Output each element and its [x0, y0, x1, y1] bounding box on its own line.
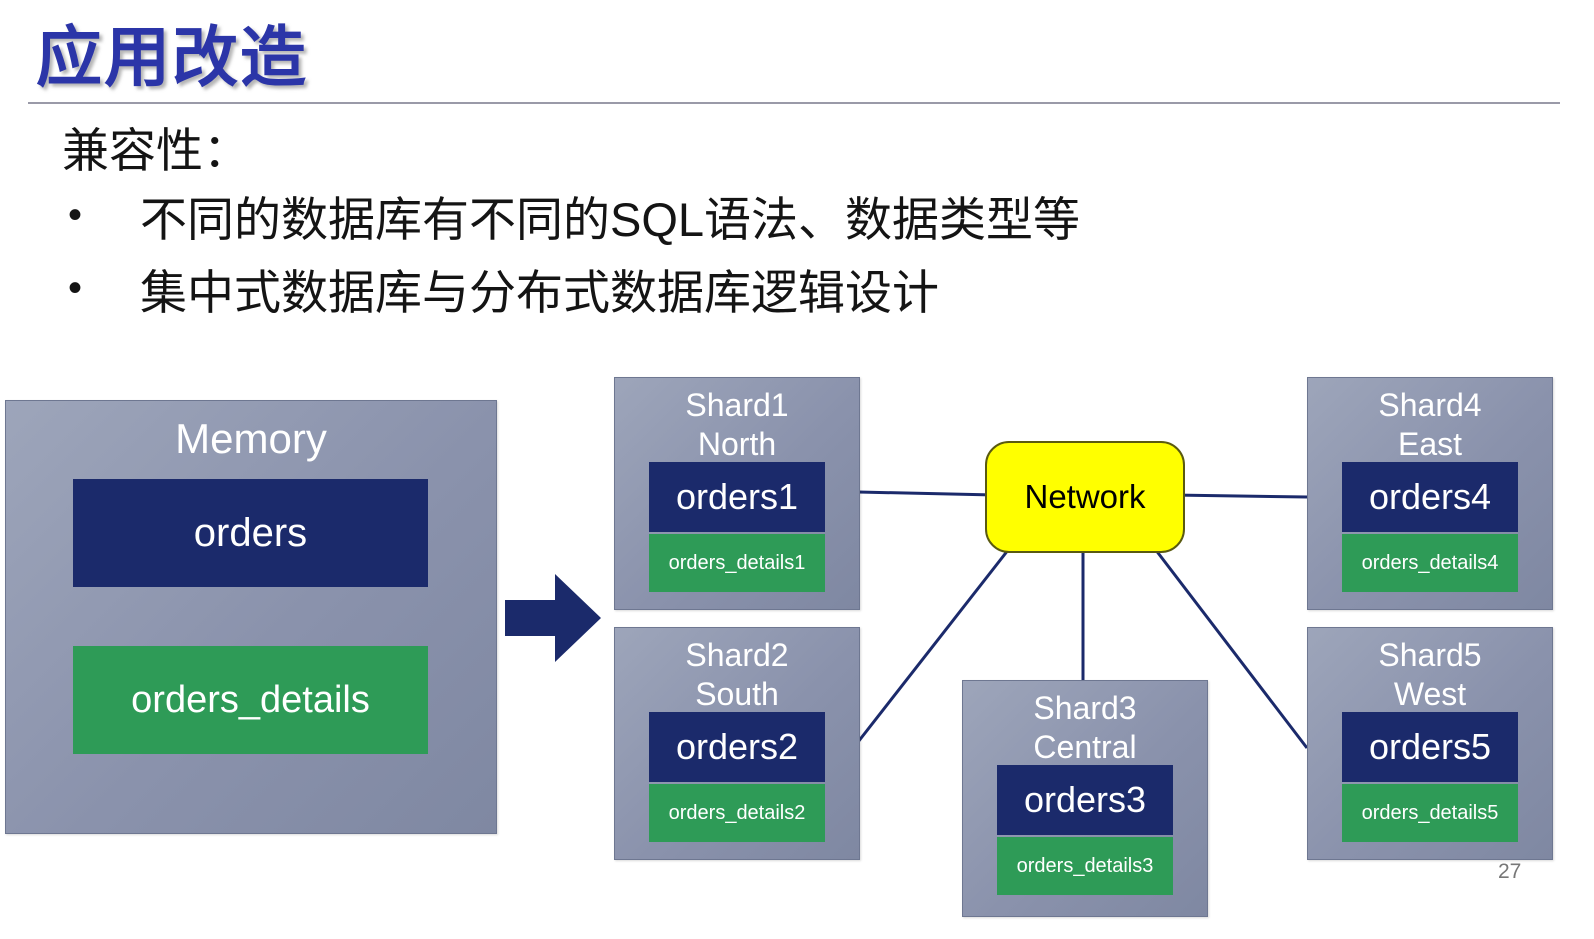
- shard-region: Central: [1033, 729, 1137, 766]
- shard-region: South: [695, 676, 779, 713]
- shard2-panel: Shard2 South orders2 orders_details2: [614, 627, 860, 860]
- body-text-block: 兼容性： 不同的数据库有不同的SQL语法、数据类型等 集中式数据库与分布式数据库…: [62, 118, 1080, 329]
- page-number: 27: [1498, 860, 1522, 883]
- shard5-details-table: orders_details5: [1342, 784, 1518, 842]
- shard-name: Shard4: [1378, 387, 1482, 423]
- shard2-title: Shard2 South: [615, 628, 859, 714]
- shard-name: Shard1: [685, 387, 789, 423]
- bullet-item: 集中式数据库与分布式数据库逻辑设计: [62, 257, 1080, 330]
- shard5-title: Shard5 West: [1308, 628, 1552, 714]
- shard3-title: Shard3 Central: [963, 681, 1207, 767]
- shard-name: Shard5: [1378, 637, 1482, 673]
- bullet-item: 不同的数据库有不同的SQL语法、数据类型等: [62, 184, 1080, 257]
- orders-table: orders: [73, 479, 428, 587]
- shard-region: North: [697, 426, 777, 463]
- shard3-orders-table: orders3: [997, 765, 1173, 835]
- shard2-details-table: orders_details2: [649, 784, 825, 842]
- shard5-panel: Shard5 West orders5 orders_details5: [1307, 627, 1553, 860]
- shard1-orders-table: orders1: [649, 462, 825, 532]
- shard1-title: Shard1 North: [615, 378, 859, 464]
- shard4-orders-table: orders4: [1342, 462, 1518, 532]
- shard-name: Shard2: [685, 637, 789, 673]
- slide-title: 应用改造: [36, 20, 308, 94]
- shard2-orders-table: orders2: [649, 712, 825, 782]
- memory-label: Memory: [175, 415, 327, 462]
- shard5-orders-table: orders5: [1342, 712, 1518, 782]
- shard-region: West: [1393, 676, 1467, 713]
- memory-panel: Memory orders orders_details: [5, 400, 497, 834]
- shard4-details-table: orders_details4: [1342, 534, 1518, 592]
- shard-region: East: [1397, 426, 1463, 463]
- shard3-panel: Shard3 Central orders3 orders_details3: [962, 680, 1208, 917]
- shard4-title: Shard4 East: [1308, 378, 1552, 464]
- title-divider: [28, 102, 1560, 104]
- shard4-panel: Shard4 East orders4 orders_details4: [1307, 377, 1553, 610]
- shard-name: Shard3: [1033, 690, 1137, 726]
- right-arrow-icon: [505, 574, 601, 662]
- network-node: Network: [985, 441, 1185, 553]
- orders-details-table: orders_details: [73, 646, 428, 754]
- shard1-details-table: orders_details1: [649, 534, 825, 592]
- shard1-panel: Shard1 North orders1 orders_details1: [614, 377, 860, 610]
- compatibility-heading: 兼容性：: [62, 124, 250, 177]
- shard3-details-table: orders_details3: [997, 837, 1173, 895]
